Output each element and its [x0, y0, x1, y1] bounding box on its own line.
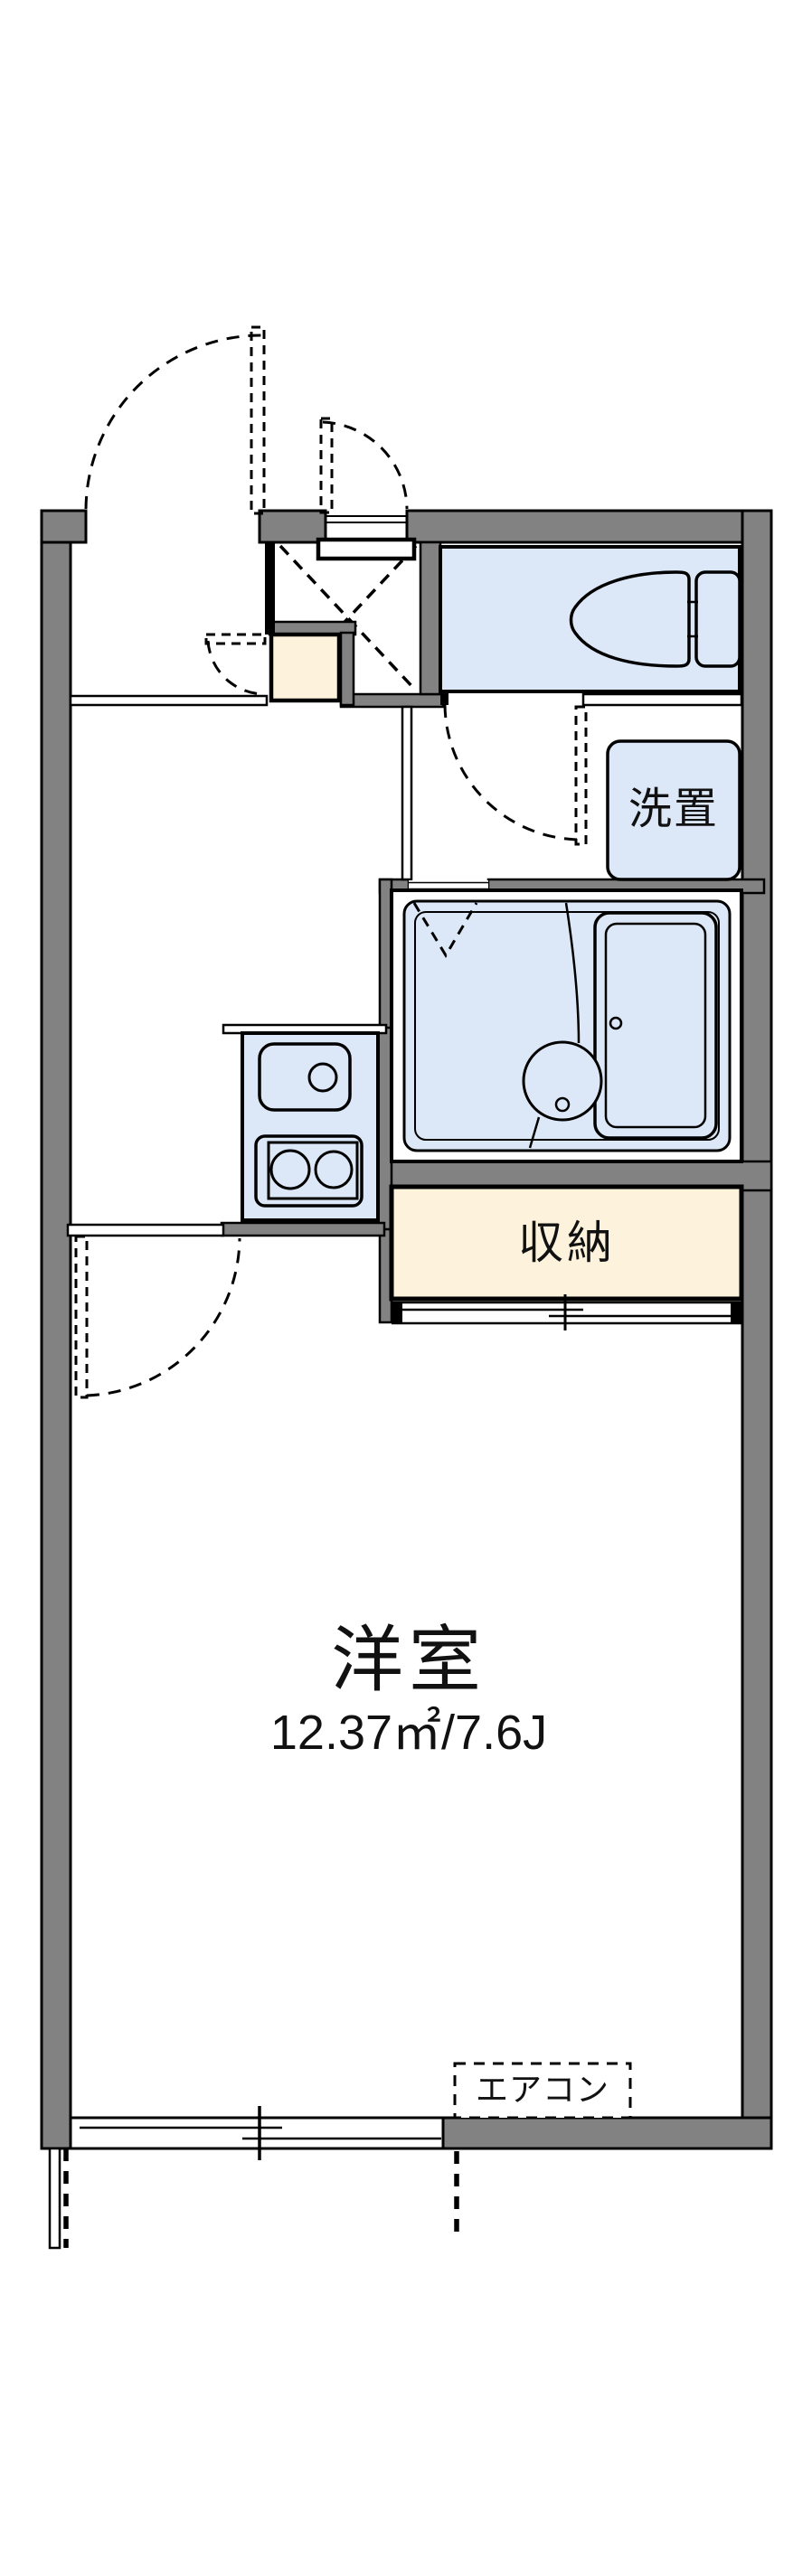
- entrance-door-leaf: [250, 325, 266, 515]
- room-door-leaf: [74, 1235, 89, 1399]
- top-wall-mid: [258, 509, 327, 544]
- shoebox-door-swing: [206, 640, 264, 696]
- bathroom: [390, 888, 743, 1163]
- top-wall-right: [405, 509, 773, 544]
- toilet-bowl: [569, 570, 691, 668]
- thin-partitions: [66, 692, 743, 1237]
- shoe-storage-box: [269, 632, 342, 703]
- basin-drain: [554, 1096, 571, 1113]
- right-wall: [741, 509, 773, 2150]
- exterior-storage-door-swing: [322, 420, 409, 510]
- stove-burner-left: [269, 1149, 311, 1190]
- toilet-door-leaf: [574, 705, 588, 846]
- boundary-marks: [48, 2147, 459, 2250]
- closet-label: 収納: [518, 1217, 616, 1268]
- washer-space-box: [606, 739, 741, 881]
- top-wall-corner: [40, 509, 88, 544]
- hall-divider-wall: [265, 542, 275, 635]
- room-door-header: [66, 1223, 225, 1237]
- toilet-left-wall: [419, 541, 442, 696]
- bath-folding-door: [412, 902, 478, 958]
- doors: [74, 325, 588, 1399]
- toilet-room: [439, 545, 741, 693]
- kitchen-stove: [254, 1134, 364, 1208]
- stove-burner-right: [314, 1150, 354, 1189]
- closet-sliding-door: [392, 1294, 741, 1330]
- entrance-step-edge: [69, 694, 269, 707]
- corridor-divider: [401, 705, 413, 881]
- room-door-swing: [86, 1237, 241, 1397]
- washer-space-label: 洗置: [628, 785, 720, 833]
- shoebox-door-leaf: [204, 633, 267, 645]
- bath-basin: [522, 1040, 603, 1122]
- sliding-window: [69, 2106, 445, 2160]
- bottom-wall-right: [441, 2116, 773, 2150]
- toilet-door-swing: [443, 704, 582, 841]
- storage-door-frame: [316, 515, 417, 561]
- room-size-label: 12.37㎡/7.6J: [269, 1706, 548, 1760]
- toilet-bottom-wall: [581, 692, 743, 707]
- kitchen-bottom-wall: [220, 1221, 386, 1237]
- bathtub-knob: [609, 1016, 623, 1030]
- shoebox-right-wall: [339, 631, 355, 707]
- room-name-label: 洋室: [331, 1620, 486, 1700]
- kitchen-sink: [258, 1042, 352, 1112]
- kitchen-faucet: [307, 1062, 338, 1093]
- bathtub: [593, 911, 718, 1140]
- kitchen-unit: [241, 1031, 380, 1222]
- aircon-box: [453, 2062, 632, 2120]
- toilet-tank: [694, 570, 741, 668]
- left-wall: [40, 509, 72, 2150]
- entrance-door-swing: [84, 334, 262, 510]
- exterior-storage-door-leaf: [319, 417, 334, 514]
- aircon-label: エアコン: [475, 2071, 610, 2108]
- outer-walls: [40, 509, 773, 2150]
- storage-bottom-wall: [339, 692, 445, 709]
- toilet-door-jamb: [440, 691, 448, 705]
